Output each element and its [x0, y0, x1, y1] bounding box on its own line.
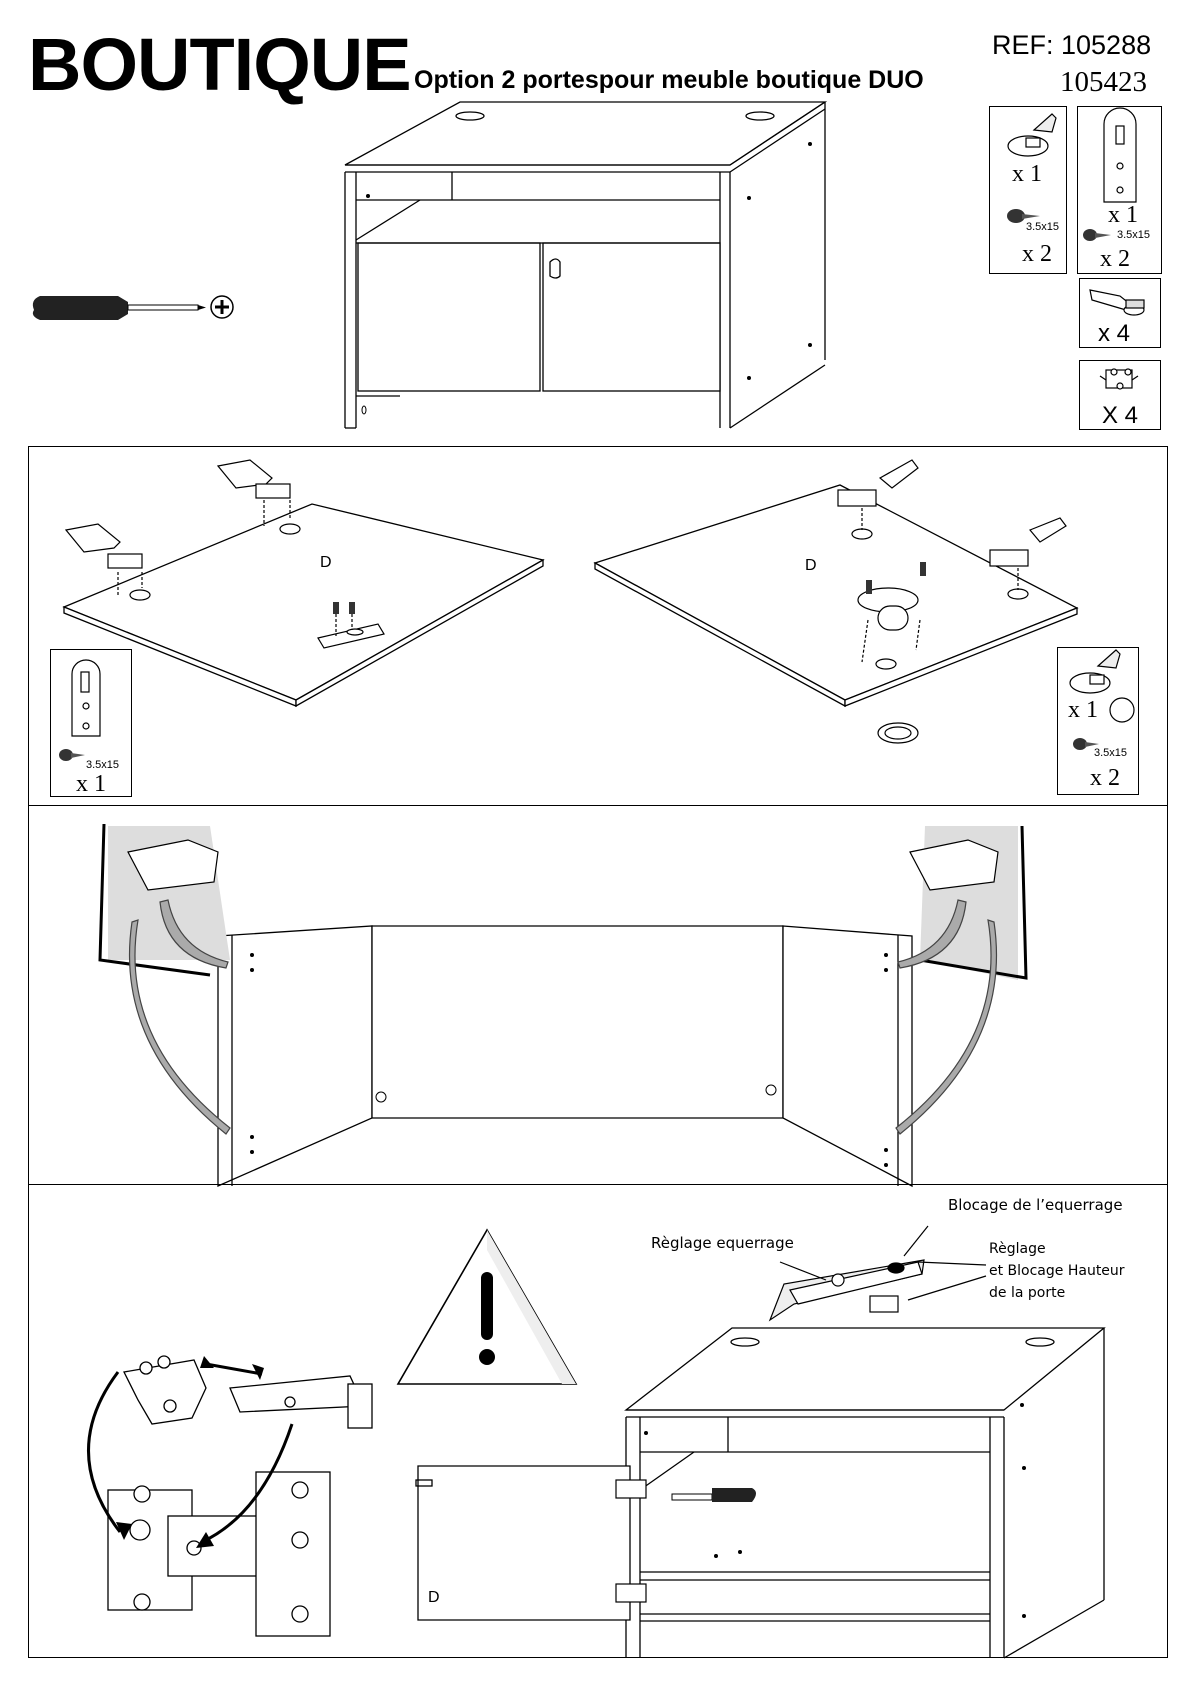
step1-right-screw-quantity: x 2: [1090, 765, 1120, 791]
door-right-label: D: [805, 557, 817, 574]
step3-door-label: D: [428, 1589, 440, 1606]
latch-screw-size: 3.5x15: [1026, 221, 1060, 233]
step1-right-latch-quantity: x 1: [1068, 697, 1098, 723]
brand-title: BOUTIQUE: [28, 23, 412, 106]
step1-left-screw-size: 3.5x15: [86, 759, 120, 771]
note-reglage-equerrage: Règlage equerrage: [651, 1234, 794, 1252]
door-left-label: D: [320, 554, 332, 571]
parts-box-latch: [989, 106, 1067, 274]
step-3-panel: [28, 1184, 1168, 1658]
note-reglage-hauteur-line1: Règlage: [989, 1241, 1046, 1257]
product-subtitle: Option 2 portespour meuble boutique DUO: [414, 66, 924, 94]
plate-quantity: x 1: [1108, 202, 1138, 228]
note-reglage-hauteur-line3: de la porte: [989, 1285, 1066, 1301]
parts-box-hinge: [1079, 278, 1161, 348]
step1-left-quantity: x 1: [76, 771, 106, 797]
latch-screw-quantity: x 2: [1022, 241, 1052, 267]
plate-screw-size: 3.5x15: [1117, 229, 1151, 241]
note-blocage-equerrage: Blocage de l’equerrage: [948, 1196, 1123, 1214]
reference-number: REF: 105288: [992, 30, 1152, 60]
hinge-base-quantity: X 4: [1102, 402, 1139, 429]
plate-screw-quantity: x 2: [1100, 246, 1130, 272]
hinge-quantity: x 4: [1098, 320, 1131, 347]
reference-number-secondary: 105423: [1060, 66, 1147, 98]
step1-right-screw-size: 3.5x15: [1094, 747, 1128, 759]
latch-quantity: x 1: [1012, 161, 1042, 187]
note-reglage-hauteur-line2: et Blocage Hauteur: [989, 1263, 1125, 1279]
